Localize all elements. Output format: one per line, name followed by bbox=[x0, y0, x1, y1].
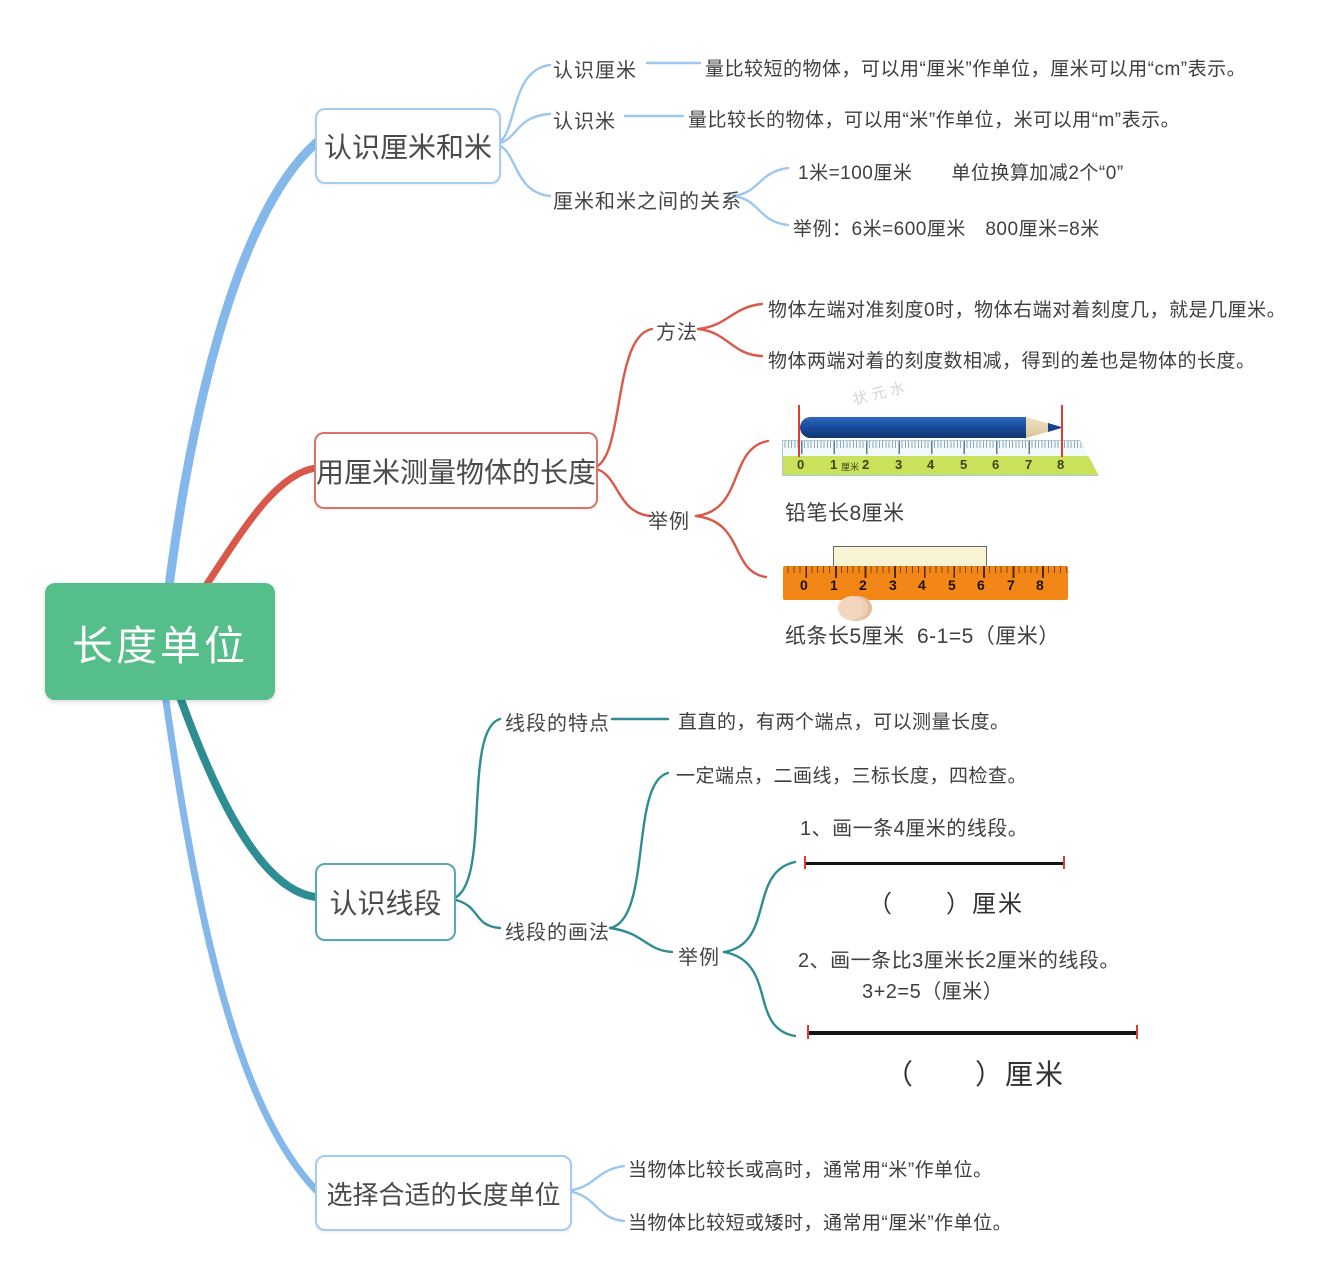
branch3-node[interactable]: 认识线段 bbox=[315, 863, 456, 941]
leaf-pencil-caption[interactable]: 铅笔长8厘米 bbox=[785, 502, 905, 525]
ruler-number: 7 bbox=[1007, 577, 1015, 593]
leaf-fangfa-1[interactable]: 物体左端对准刻度0时，物体右端对着刻度几，就是几厘米。 bbox=[768, 300, 1287, 321]
leaf-use-limi[interactable]: 当物体比较短或矮时，通常用“厘米”作单位。 bbox=[628, 1213, 1013, 1234]
ruler-number: 6 bbox=[992, 457, 1000, 472]
line-segment-1 bbox=[806, 862, 1064, 865]
topic-renshi-mi[interactable]: 认识米 bbox=[553, 111, 616, 133]
root-node[interactable]: 长度单位 bbox=[45, 583, 275, 700]
topic-limi-mi-guanxi[interactable]: 厘米和米之间的关系 bbox=[553, 191, 742, 213]
branch1-label: 认识厘米和米 bbox=[323, 132, 492, 163]
branch4-node[interactable]: 选择合适的长度单位 bbox=[315, 1155, 572, 1231]
ruler-number: 2 bbox=[862, 457, 870, 472]
leaf-strip-formula[interactable]: 6-1=5（厘米） bbox=[917, 625, 1060, 648]
line-segment-2 bbox=[809, 1031, 1137, 1035]
branch1-forks bbox=[493, 61, 790, 227]
branch1-node[interactable]: 认识厘米和米 bbox=[315, 108, 501, 184]
orange-ruler-graphic: 0 1 2 3 4 5 6 7 8 bbox=[783, 566, 1068, 600]
ruler-number: 1 bbox=[830, 577, 838, 593]
leaf-fangfa-2[interactable]: 物体两端对着的刻度数相减，得到的差也是物体的长度。 bbox=[768, 351, 1256, 372]
pencil-tip-lead bbox=[1048, 423, 1063, 432]
segment2-end-left bbox=[807, 1025, 809, 1039]
branch-line-1 bbox=[158, 138, 321, 643]
ruler-cm-label: 厘米 bbox=[841, 462, 860, 472]
measure-line-right bbox=[1061, 405, 1063, 457]
ruler-number: 0 bbox=[800, 577, 808, 593]
leaf-mi-desc[interactable]: 量比较长的物体，可以用“米”作单位，米可以用“m”表示。 bbox=[688, 110, 1181, 131]
ruler-number: 6 bbox=[977, 577, 985, 593]
leaf-strip-caption[interactable]: 纸条长5厘米 bbox=[785, 625, 905, 648]
branch2-node[interactable]: 用厘米测量物体的长度 bbox=[314, 432, 598, 509]
branch-line-4 bbox=[154, 641, 320, 1194]
ruler-number: 0 bbox=[797, 457, 805, 472]
ruler-number: 1 bbox=[830, 457, 838, 472]
leaf-huansuan[interactable]: 1米=100厘米 单位换算加减2个“0” bbox=[798, 163, 1124, 184]
ruler-number: 8 bbox=[1036, 577, 1044, 593]
leaf-ex2-title[interactable]: 2、画一条比3厘米长2厘米的线段。 bbox=[798, 950, 1120, 972]
topic-renshi-limi[interactable]: 认识厘米 bbox=[553, 60, 637, 82]
measure-line-left bbox=[798, 405, 800, 457]
leaf-huafa-steps[interactable]: 一定端点，二画线，三标长度，四检查。 bbox=[676, 766, 1028, 787]
topic-fangfa[interactable]: 方法 bbox=[656, 322, 698, 344]
leaf-limi-desc[interactable]: 量比较短的物体，可以用“厘米”作单位，厘米可以用“cm”表示。 bbox=[705, 59, 1247, 80]
leaf-tedian-desc[interactable]: 直直的，有两个端点，可以测量长度。 bbox=[678, 712, 1010, 733]
branch2-forks bbox=[591, 302, 770, 579]
ruler-number: 8 bbox=[1057, 457, 1065, 472]
topic-juli-cemeasure[interactable]: 举例 bbox=[648, 511, 690, 533]
ruler-number: 3 bbox=[889, 577, 897, 593]
ruler-ticks bbox=[783, 441, 1098, 456]
ruler-number: 7 bbox=[1025, 457, 1033, 472]
finger-graphic bbox=[838, 596, 872, 621]
ruler-number: 4 bbox=[918, 577, 926, 593]
leaf-use-mi[interactable]: 当物体比较长或高时，通常用“米”作单位。 bbox=[628, 1160, 993, 1181]
ruler-scale-band bbox=[783, 456, 1098, 475]
leaf-ex2-formula[interactable]: 3+2=5（厘米） bbox=[862, 981, 1004, 1003]
ruler-number: 2 bbox=[859, 577, 867, 593]
branch3-forks bbox=[450, 717, 797, 1038]
branch3-label: 认识线段 bbox=[329, 888, 442, 919]
root-label: 长度单位 bbox=[72, 622, 248, 669]
branch4-label: 选择合适的长度单位 bbox=[326, 1179, 561, 1210]
leaf-ex1-title[interactable]: 1、画一条4厘米的线段。 bbox=[800, 818, 1029, 840]
paper-strip-graphic bbox=[833, 546, 987, 568]
ruler-number: 5 bbox=[948, 577, 956, 593]
branch4-forks bbox=[566, 1164, 626, 1223]
segment2-end-right bbox=[1136, 1025, 1138, 1039]
ruler-number: 5 bbox=[960, 457, 968, 472]
leaf-huansuan-juli[interactable]: 举例：6米=600厘米 800厘米=8米 bbox=[793, 219, 1100, 240]
topic-xianduan-tedian[interactable]: 线段的特点 bbox=[505, 713, 610, 735]
ex1-answer[interactable]: （ ）厘米 bbox=[868, 892, 1024, 918]
segment1-end-right bbox=[1063, 856, 1065, 869]
pencil-graphic bbox=[800, 417, 1026, 438]
topic-juli-xianduan[interactable]: 举例 bbox=[678, 947, 720, 969]
branch2-label: 用厘米测量物体的长度 bbox=[316, 456, 597, 488]
ex2-answer[interactable]: （ ）厘米 bbox=[885, 1060, 1066, 1091]
topic-xianduan-huafa[interactable]: 线段的画法 bbox=[505, 922, 610, 944]
ruler-number: 3 bbox=[895, 457, 903, 472]
pencil-ruler-graphic: 0 1 厘米 2 3 4 5 6 7 8 bbox=[782, 440, 1099, 476]
ruler-number: 4 bbox=[927, 457, 935, 472]
segment1-end-left bbox=[804, 856, 806, 869]
